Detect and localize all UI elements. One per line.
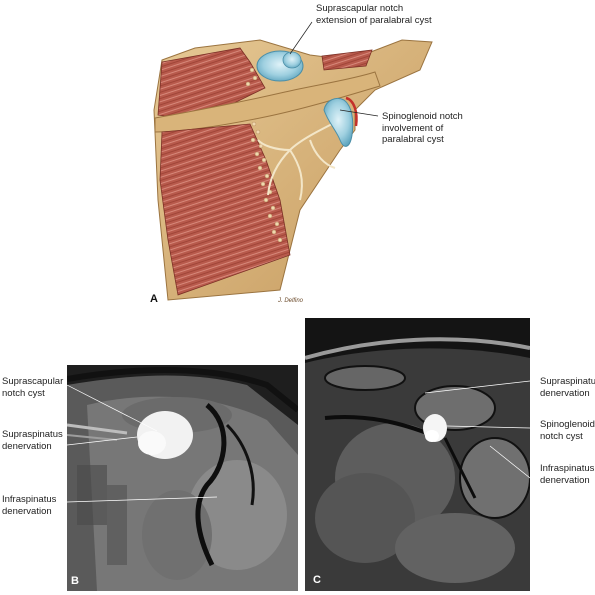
label-a-suprascapular: Suprascapular notch extension of paralab… [316, 3, 432, 26]
trapezius-muscle [321, 49, 373, 71]
scapula-illustration [153, 21, 433, 301]
supraspinatus-muscle [157, 47, 266, 119]
panel-a-illustration [140, 0, 440, 310]
spinoglenoid-cyst [323, 97, 354, 147]
panel-c-mri [305, 318, 530, 591]
label-b-suprascapular: Suprascapular notch cyst [2, 376, 64, 399]
label-c-supraspinatus: Supraspinatus denervation [540, 376, 595, 399]
panel-a-letter: A [150, 293, 158, 305]
panel-b-letter: B [71, 575, 79, 587]
scapular-spine [154, 71, 381, 133]
fat-granules [245, 67, 283, 243]
label-c-spinoglenoid: Spinoglenoid notch cyst [540, 419, 595, 442]
panel-c-letter: C [313, 574, 321, 586]
label-c-infraspinatus: Infraspinatus denervation [540, 463, 595, 486]
mri-b-image [67, 365, 298, 591]
glenoid-vessel [345, 96, 358, 127]
label-a-spinoglenoid: Spinoglenoid notch involvement of parala… [382, 111, 463, 145]
label-b-infraspinatus: Infraspinatus denervation [2, 494, 57, 517]
infraspinatus-muscle [159, 123, 291, 296]
panel-b-mri [67, 365, 298, 591]
label-b-supraspinatus: Supraspinatus denervation [2, 429, 63, 452]
mri-c-image [305, 318, 530, 591]
illustrator-signature: J. Delfino [278, 298, 304, 304]
